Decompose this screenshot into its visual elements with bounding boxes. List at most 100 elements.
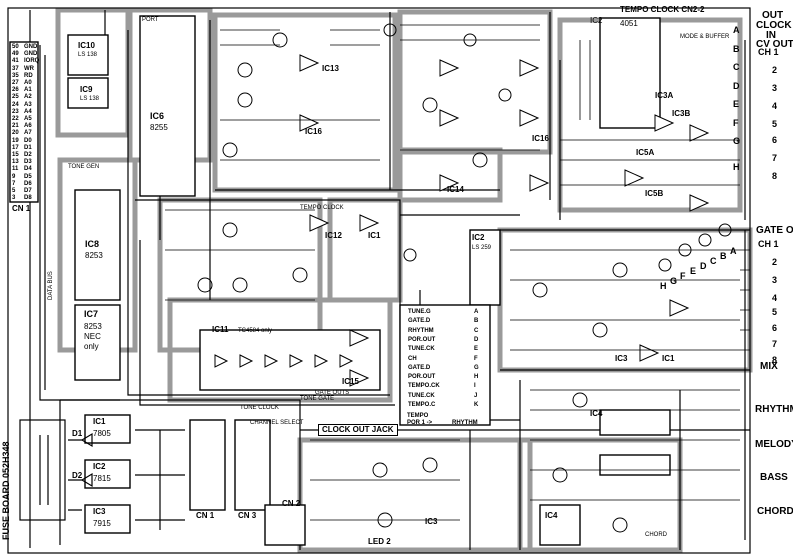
- bus-signal-letter: B: [474, 318, 479, 325]
- cn1-pin-number: 50: [12, 44, 19, 50]
- ic7-body: [74, 304, 121, 381]
- cn1-body: [189, 419, 226, 511]
- bus-bottom-2: POR 1 ->: [407, 420, 433, 426]
- bus-signal-letter: D: [474, 336, 479, 343]
- cn1-pin-signal: D0: [24, 137, 32, 144]
- ic2b-part: LS 259: [472, 245, 492, 251]
- bass-label: BASS: [760, 472, 788, 483]
- bus-signal-name: GATE.D: [408, 318, 431, 325]
- ic2-ls259-body: [469, 229, 501, 306]
- cn1-pin-signal: A2: [24, 94, 32, 101]
- ic9-body: [67, 77, 109, 109]
- cn1-label: CN 1: [12, 204, 31, 213]
- cn1-pin-number: 24: [12, 101, 19, 108]
- cn1-pin-signal: D3: [24, 159, 32, 166]
- cn1-pin-number: 23: [12, 108, 19, 115]
- cn1-pin-signal: GND: [24, 44, 38, 50]
- mux-h: H: [733, 162, 740, 172]
- gate-ch-2: 2: [772, 257, 778, 267]
- ic14-label: IC14: [447, 185, 464, 194]
- bus-signal-letter: G: [474, 364, 479, 371]
- cn1-pin-signal: WR: [24, 65, 34, 72]
- cv-ch-1: CH 1: [758, 47, 779, 57]
- ic9-part: LS 138: [80, 96, 100, 102]
- mode-buffer-label: MODE & BUFFER: [680, 34, 730, 40]
- mux-g: G: [733, 136, 741, 146]
- ic3c-label: IC3: [425, 517, 438, 526]
- reg2-name: IC2: [93, 462, 106, 471]
- cn2-body: [264, 504, 306, 546]
- ic7-extra: NEC: [84, 332, 101, 341]
- reg3-name: IC3: [93, 507, 106, 516]
- cv-out-label: CV OUT: [756, 39, 793, 50]
- ic16b-label: IC16: [532, 134, 549, 143]
- ic5b-label: IC5B: [645, 189, 664, 198]
- dec-b: B: [720, 251, 727, 261]
- bus-connector-body: [399, 304, 491, 426]
- ic2b-name: IC2: [472, 233, 485, 242]
- melody-label: MELODY: [755, 439, 793, 450]
- ic16-label: IC16: [305, 127, 322, 136]
- cn1-pin-signal: GND: [24, 51, 38, 58]
- ic8-body: [74, 189, 121, 301]
- bus-signal-name: CH: [408, 355, 417, 362]
- ic11-part: TC4584 only: [238, 328, 273, 334]
- ic1-label: IC1: [368, 231, 381, 240]
- gate-ch-1: CH 1: [758, 239, 779, 249]
- ic7-part: 8253: [84, 322, 102, 331]
- transistors: [197, 23, 732, 533]
- gate-ch-6: 6: [772, 323, 778, 333]
- port-label: PORT: [142, 17, 159, 23]
- ic4b-body: [539, 504, 581, 546]
- ic6-body: [139, 15, 196, 197]
- reg1-name: IC1: [93, 417, 106, 426]
- d1-label: D1: [72, 429, 83, 438]
- ic1b-label: IC1: [662, 354, 675, 363]
- cn1-pin-signal: D5: [24, 173, 32, 180]
- bus-signal-letter: J: [474, 392, 478, 399]
- cn1-pin-number: 9: [12, 173, 16, 180]
- bus-signal-name: POR.OUT: [408, 374, 436, 381]
- bus-bottom-1: TEMPO: [407, 413, 429, 419]
- dec-f: F: [680, 271, 686, 281]
- gate-ch-8: 8: [772, 355, 778, 365]
- cn1-pin-number: 11: [12, 166, 19, 173]
- bus-signal-name: TUNE.CK: [408, 346, 435, 353]
- cn3-body: [234, 419, 271, 511]
- data-bus-label: DATA BUS: [48, 271, 54, 300]
- mux-a: A: [733, 25, 740, 35]
- chord-small-label: CHORD: [645, 532, 667, 538]
- cn1-pin-number: 37: [12, 65, 19, 72]
- out-label: OUT: [762, 10, 784, 21]
- bus-signal-name: TEMPO.C: [408, 402, 436, 408]
- reg2-part: 7815: [93, 474, 111, 483]
- bus-signal-name: POR.OUT: [408, 336, 436, 343]
- bus-signal-name: TUNE.G: [408, 309, 431, 315]
- ic7-name: IC7: [84, 309, 99, 319]
- cn1-pin-number: 20: [12, 130, 19, 137]
- bus-signal-name: RHYTHM: [408, 327, 434, 334]
- cn1-pin-signal: A7: [24, 130, 32, 137]
- cv-ch-7: 7: [772, 153, 778, 163]
- melody-block: [599, 454, 671, 476]
- ic6-name: IC6: [150, 111, 165, 121]
- ic13-label: IC13: [322, 64, 339, 73]
- mux-b: B: [733, 44, 740, 54]
- ic2-4051-name: IC2: [590, 16, 603, 25]
- ic11-name: IC11: [212, 325, 229, 334]
- dec-a: A: [730, 246, 737, 256]
- cn1-pinblock: [9, 41, 39, 203]
- bus-signal-name: GATE.D: [408, 364, 431, 371]
- cn1-pin-signal: A1: [24, 87, 32, 94]
- rhythm-label: RHYTHM: [755, 404, 793, 415]
- cn1-pin-number: 41: [12, 58, 19, 65]
- mux-f: F: [733, 118, 739, 128]
- cn2-label: CN 2: [282, 499, 301, 508]
- cn1-pin-number: 17: [12, 144, 19, 151]
- cn1-pin-number: 7: [12, 180, 16, 187]
- cn1-pin-number: 27: [12, 80, 19, 86]
- opamps: [214, 54, 710, 387]
- cn1-pin-number: 49: [12, 51, 19, 58]
- tone-clock-label: TONE CLOCK: [240, 405, 279, 411]
- ic10-body: [67, 34, 109, 76]
